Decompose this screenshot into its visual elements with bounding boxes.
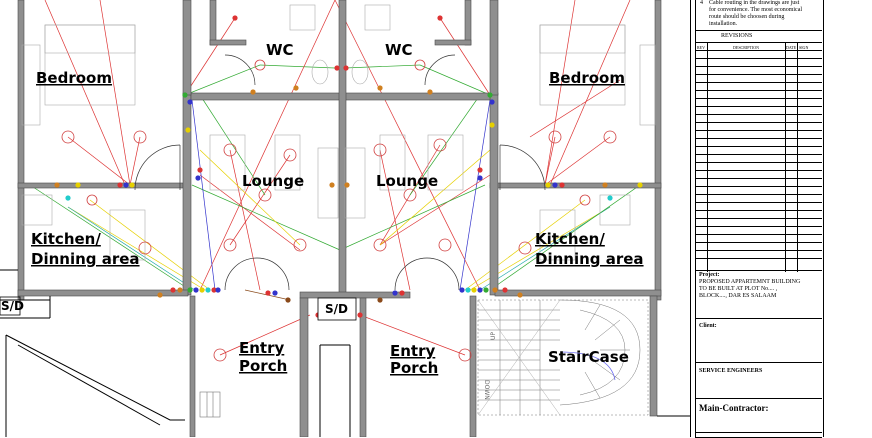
room-label-kitchen-left-line2: Dinning area [31,250,140,268]
project-line-2: TO BE BUILT AT PLOT No.... , [699,286,778,292]
room-label-entry-left-line2: Porch [239,357,287,375]
main-contractor-label: Main-Contractor: [699,403,769,413]
rev-col-date: DATE [786,45,797,50]
project-text: PROPOSED APPARTEMNT BUILDING TO BE BUILT… [699,279,823,300]
sd-center-box [317,297,357,321]
project-line-3: BLOCK...., DAR ES SALAAM [699,293,777,299]
door-swings [134,54,546,291]
note-line-3: route should be choosen during [709,14,785,20]
rev-col-description: DESCRIPTION [733,45,760,50]
stair-up-label: UP [490,332,497,340]
project-label: Project: [699,272,720,278]
furniture [21,4,656,418]
room-label-kitchen-right-line1: Kitchen/ [535,230,605,248]
room-label-wc-left: WC [266,41,294,59]
room-label-lounge-right: Lounge [376,172,438,190]
room-label-wc-right: WC [385,41,413,59]
room-label-staircase: StairCase [548,348,629,366]
electrical-floor-plan: WC WC Bedroom Bedroom Lounge Lounge Kitc… [0,0,690,437]
sd-left-box [0,296,21,316]
service-engineers-label: SERVICE ENGINEERS [699,368,763,374]
building-outline [0,269,690,437]
stair-down-label: DOWN [483,380,490,400]
revisions-heading: REVISIONS [721,33,753,39]
sd-label-left: S/D [1,299,24,313]
room-label-entry-right-line2: Porch [390,359,438,377]
client-label: Client: [699,323,717,329]
room-label-lounge-left: Lounge [242,172,304,190]
room-label-entry-right-line1: Entry [390,342,435,360]
note-line-1: Cable routing in the drawings are just [709,0,800,6]
note-text: Cable routing in the drawings are just f… [709,0,823,28]
outlet-dots [54,15,643,318]
walls [17,0,662,437]
note-number: 4 [700,0,703,6]
light-fixtures [61,59,617,362]
room-label-kitchen-right-line2: Dinning area [535,250,644,268]
room-label-kitchen-left-line1: Kitchen/ [31,230,101,248]
rev-col-sign: SIGN [799,45,809,50]
project-line-1: PROPOSED APPARTEMNT BUILDING [699,279,801,285]
room-label-entry-left-line1: Entry [239,339,284,357]
note-line-2: for convenience. The most economical [709,7,803,13]
staircase-drawing [477,299,649,416]
room-label-bedroom-left: Bedroom [36,69,112,87]
title-block: 4 Cable routing in the drawings are just… [690,0,872,438]
rev-col-rev: REV [697,45,705,50]
note-line-4: installation. [709,21,738,27]
room-label-bedroom-right: Bedroom [549,69,625,87]
sd-label-center: S/D [325,302,348,316]
